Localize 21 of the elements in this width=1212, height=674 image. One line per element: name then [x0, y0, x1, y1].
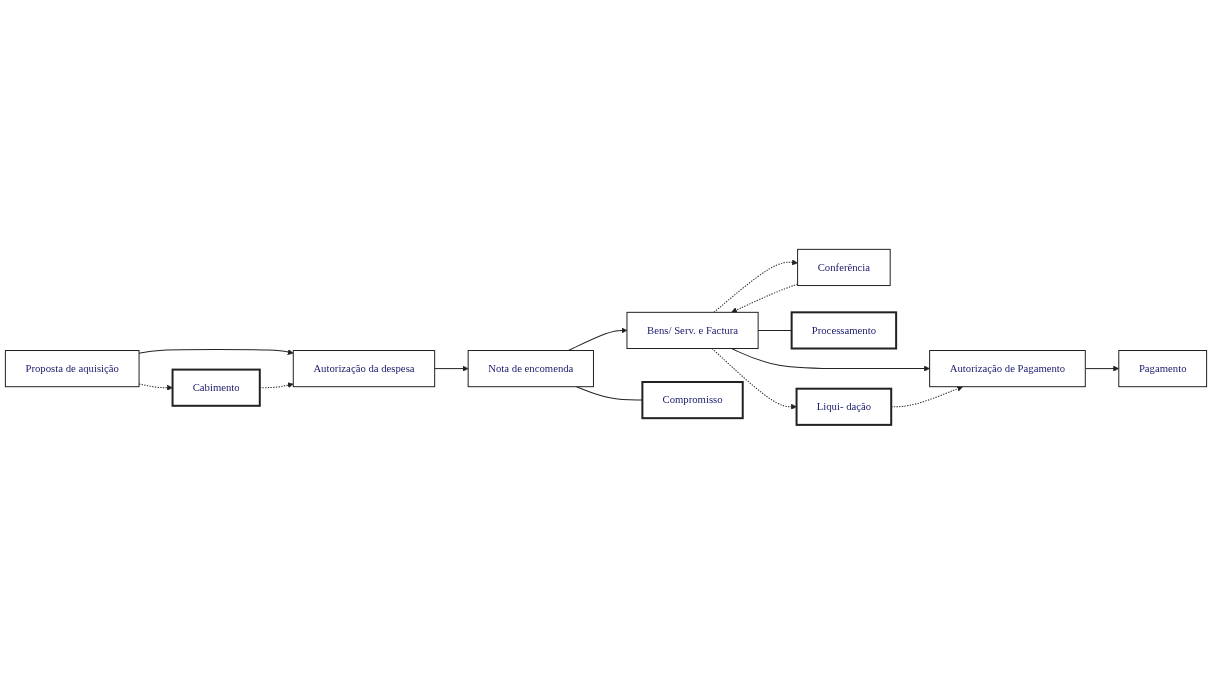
node-box: Pagamento [1118, 349, 1208, 388]
node-box: Bens/ Serv. e Factura [626, 311, 759, 349]
arrow [567, 327, 628, 351]
arrow [713, 259, 798, 313]
node-box: Nota de encomenda [467, 349, 594, 388]
arrow [731, 347, 930, 372]
node-box: Conferência [797, 248, 891, 286]
node-box: Compromisso [641, 380, 744, 420]
arrow [1084, 365, 1120, 372]
node-box: Autorização de Pagamento [929, 349, 1086, 388]
connector [575, 386, 643, 401]
node-box: Liqui- dação [795, 387, 893, 426]
node-box: Processamento [790, 311, 898, 350]
arrow [138, 348, 294, 355]
arrow [259, 382, 294, 389]
node-box: Proposta de aquisição [4, 349, 140, 388]
arrow [434, 365, 469, 372]
arrow [711, 347, 797, 410]
node-box: Autorização da despesa [292, 349, 436, 388]
node-box: Cabimento [171, 368, 261, 407]
arrow [731, 283, 799, 313]
